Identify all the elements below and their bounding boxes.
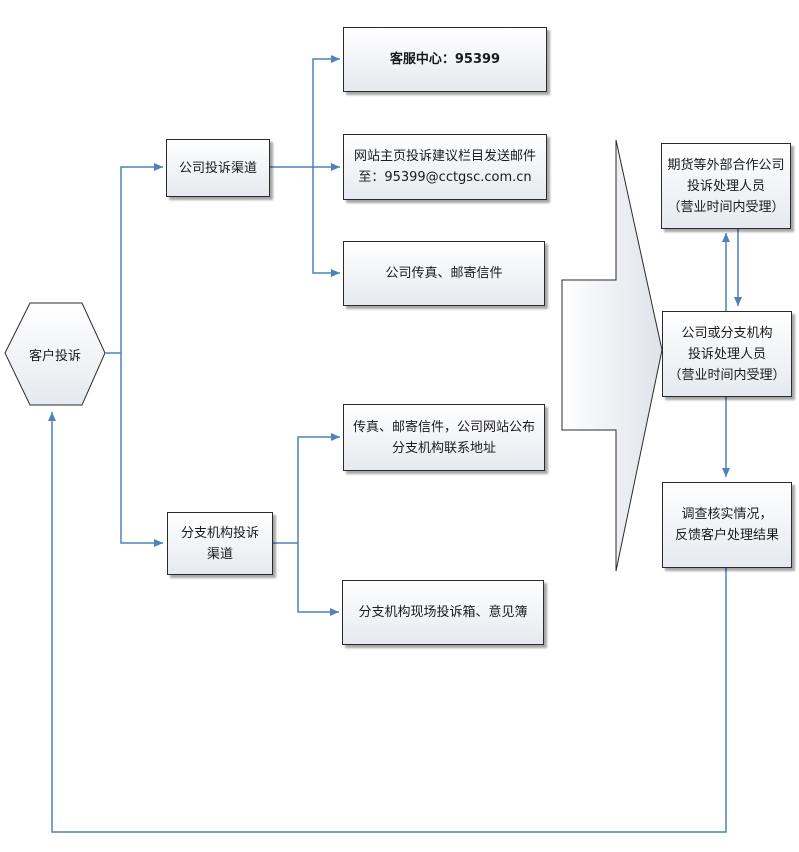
website-email-box: 网站主页投诉建议栏目发送邮件 至：95399@cctgsc.com.cn bbox=[343, 134, 547, 200]
branch-channel-box: 分支机构投诉 渠道 bbox=[167, 512, 273, 575]
connector-feedback-loop bbox=[48, 412, 727, 833]
connector-to-company-channel bbox=[120, 163, 163, 353]
investigate-box: 调查核实情况， 反馈客户处理结果 bbox=[662, 482, 792, 568]
fax-mail-branch-box: 传真、邮寄信件，公司网站公布 分支机构联系地址 bbox=[343, 404, 545, 471]
branch-onsite-box: 分支机构现场投诉箱、意见簿 bbox=[342, 580, 544, 645]
connector-to-branch-channel bbox=[120, 353, 163, 547]
company-channel-box: 公司投诉渠道 bbox=[166, 139, 270, 197]
external-handler-box: 期货等外部合作公司 投诉处理人员 （营业时间内受理） bbox=[661, 143, 791, 229]
big-right-arrow bbox=[561, 139, 663, 572]
connector-to-hotline bbox=[312, 55, 340, 167]
fax-mail-company-box: 公司传真、邮寄信件 bbox=[343, 241, 545, 306]
connector-to-fax-mail-company bbox=[312, 167, 340, 277]
company-handler-box: 公司或分支机构 投诉处理人员 （营业时间内受理） bbox=[662, 311, 792, 397]
customer-complaint-label: 客户投诉 bbox=[28, 348, 81, 364]
hotline-box: 客服中心：95399 bbox=[343, 27, 547, 92]
connector-to-branch-onsite bbox=[297, 543, 339, 616]
customer-hexagon bbox=[4, 302, 106, 406]
connector-to-fax-mail-branch bbox=[297, 433, 340, 543]
